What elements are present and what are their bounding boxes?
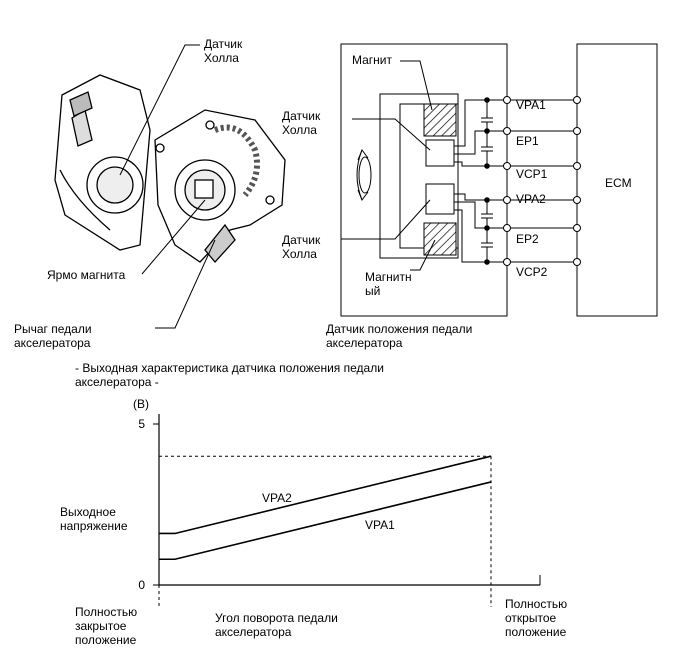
hall-element-1: [425, 139, 455, 167]
chart-x-end-label: Полностью открытое положение: [505, 597, 568, 639]
junction-dot: [484, 163, 490, 169]
chart-y-label: Выходное напряжение: [60, 505, 128, 533]
characteristic-title: - Выходная характеристика датчика положе…: [75, 361, 384, 389]
terminal-circles: [503, 96, 581, 266]
magnet-top-label: Магнит: [352, 53, 393, 67]
junction-dot: [484, 197, 490, 203]
y-tick-label: 0: [138, 578, 145, 592]
magnet-bottom-label: Магнитн ый: [365, 270, 412, 298]
terminal-vcp1: VCP1: [516, 167, 548, 181]
terminal-circle-ecm: [573, 96, 581, 104]
pedal-lever-label: Рычаг педали акселератора: [14, 322, 92, 350]
ecm-box: [576, 43, 658, 317]
terminal-circle-ecm: [573, 162, 581, 170]
magnet-top: [423, 103, 457, 137]
pedal-sensor-illustration: [54, 74, 286, 263]
hall-element-2: [425, 183, 455, 215]
illustration-leaders: [119, 44, 216, 329]
terminal-circle-sensor: [503, 162, 511, 170]
junction-dots: [484, 97, 490, 265]
hall-sensor-label: Датчик Холла: [204, 37, 243, 65]
hall-lower-label: Датчик Холла: [282, 233, 321, 261]
series-label-vpa1: VPA1: [365, 518, 395, 532]
series-line-vpa1: [159, 481, 492, 561]
y-tick-label: 5: [138, 417, 145, 431]
terminal-vcp2: VCP2: [516, 265, 548, 279]
terminal-circle-sensor: [503, 196, 511, 204]
chart-x-start-label: Полностью закрытое положение: [75, 605, 138, 647]
terminal-circle-sensor: [503, 224, 511, 232]
chart-y-unit: (В): [133, 397, 149, 411]
junction-dot: [484, 97, 490, 103]
terminal-circle-sensor: [503, 96, 511, 104]
terminal-ep2: EP2: [516, 232, 539, 246]
terminal-circle-sensor: [503, 127, 511, 135]
magnet-bottom: [423, 222, 457, 256]
magnet-yoke-label: Ярмо магнита: [47, 268, 126, 282]
capacitors: [481, 100, 493, 262]
ecm-label: ECM: [605, 176, 632, 190]
hall-upper-label: Датчик Холла: [282, 109, 321, 137]
sensor-schematic: [340, 43, 658, 317]
sensor-box: [340, 43, 508, 317]
terminal-vpa1: VPA1: [516, 98, 546, 112]
series-label-vpa2: VPA2: [262, 491, 292, 505]
chart-x-label: Угол поворота педали акселератора: [215, 611, 338, 639]
terminal-circle-sensor: [503, 258, 511, 266]
terminal-circle-ecm: [573, 224, 581, 232]
terminal-ep1: EP1: [516, 134, 539, 148]
junction-dot: [484, 128, 490, 134]
terminal-vpa2: VPA2: [516, 192, 546, 206]
junction-dot: [484, 259, 490, 265]
series-line-vpa2: [159, 455, 492, 535]
schematic-caption: Датчик положения педали акселератора: [326, 322, 473, 350]
terminal-circle-ecm: [573, 127, 581, 135]
terminal-circle-ecm: [573, 258, 581, 266]
terminal-circle-ecm: [573, 196, 581, 204]
junction-dot: [484, 225, 490, 231]
